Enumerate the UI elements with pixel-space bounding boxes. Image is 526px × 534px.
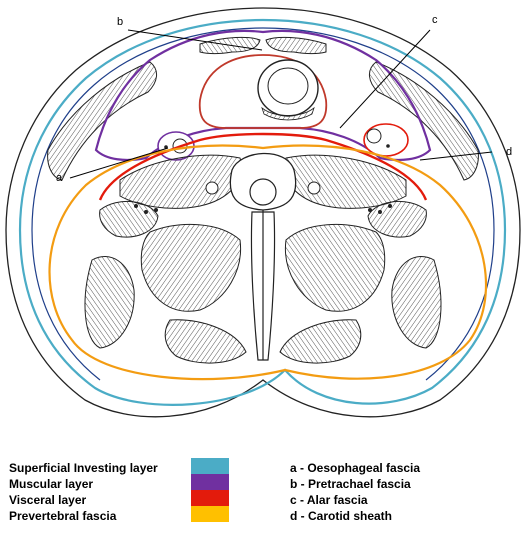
label-c: c [432, 14, 438, 26]
label-d: d [506, 146, 512, 158]
right-lower-back-muscle [280, 320, 361, 363]
swatch-prevertebral-fascia [191, 506, 229, 522]
left-lower-back-muscle [165, 320, 246, 363]
left-carotid-sheath [158, 132, 194, 160]
right-scalene-muscle [368, 201, 426, 237]
trachea-lumen [268, 68, 308, 104]
right-strap-muscle [266, 37, 326, 53]
right-deep-back-muscle [285, 224, 384, 311]
legend-muscular-layer: Muscular layer [9, 477, 93, 491]
right-trapezius [392, 257, 441, 348]
left-deep-back-muscle [141, 224, 240, 311]
left-scalene-muscle [100, 201, 158, 237]
legend-key-b: b - Pretrachael fascia [290, 477, 411, 491]
legend-prevertebral-fascia: Prevertebral fascia [9, 509, 116, 523]
legend-key-d: d - Carotid sheath [290, 509, 392, 523]
swatch-muscular-layer [191, 474, 229, 490]
neck-cross-section-diagram [0, 0, 526, 430]
swatch-visceral-layer [191, 490, 229, 506]
legend-superficial-investing-layer: Superficial Investing layer [9, 461, 158, 475]
legend-visceral-layer: Visceral layer [9, 493, 86, 507]
right-carotid-sheath [364, 124, 408, 156]
label-b: b [117, 16, 123, 28]
legend-key-a: a - Oesophageal fascia [290, 461, 420, 475]
legend-key-c: c - Alar fascia [290, 493, 368, 507]
left-trapezius [85, 257, 134, 348]
label-a: a [56, 172, 62, 184]
swatch-superficial-investing-layer [191, 458, 229, 474]
